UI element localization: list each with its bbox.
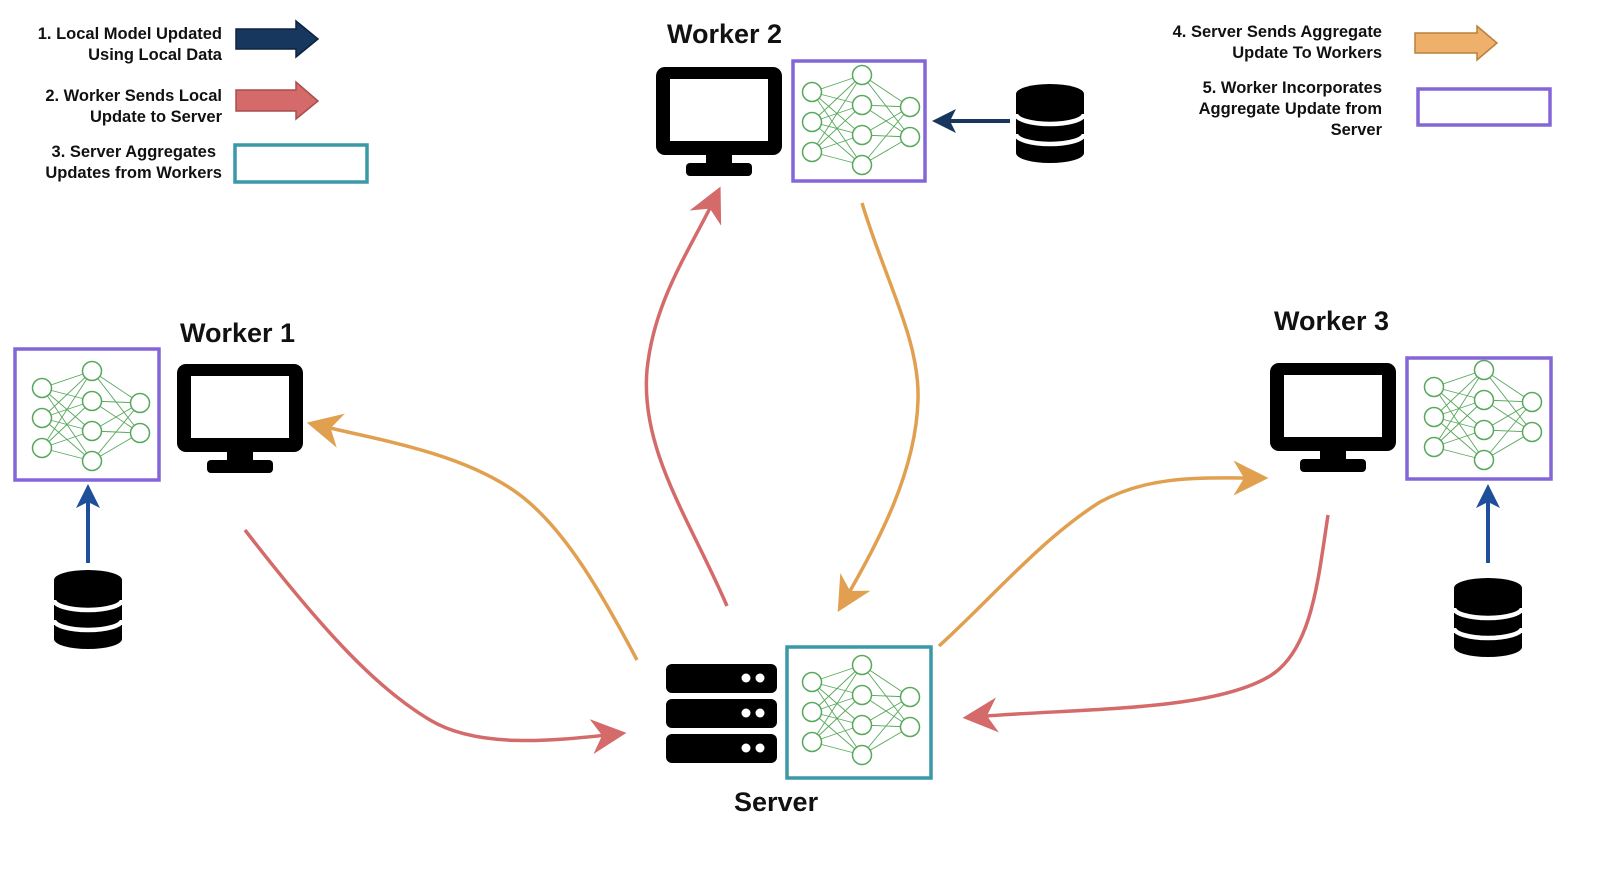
arrow-server-to-worker3 — [937, 460, 1269, 648]
server-model-box — [785, 645, 933, 780]
arrow-worker1-to-server — [243, 528, 627, 755]
legend-item-5-line2: Aggregate Update from — [1198, 100, 1382, 118]
legend-item-5-line3: Server — [1330, 121, 1382, 139]
legend-arrow-send-aggregate — [1414, 24, 1499, 62]
worker2-model-box — [791, 59, 927, 183]
worker1-title: Worker 1 — [180, 318, 296, 348]
legend-arrow-local-update — [235, 19, 320, 59]
legend-item-5-line1: 5. Worker Incorporates — [1202, 79, 1382, 97]
legend-box-incorporate — [1416, 87, 1552, 127]
worker3-title: Worker 3 — [1274, 306, 1390, 336]
database-icon — [54, 570, 122, 649]
legend-item-4-line1: 4. Server Sends Aggregate — [1172, 23, 1382, 41]
legend-item-4-line2: Update To Workers — [1232, 44, 1382, 62]
server-rack-icon — [666, 664, 777, 763]
legend-item-3-text: 3. Server Aggregates Updates from Worker… — [45, 142, 222, 184]
monitor-icon — [1270, 363, 1396, 472]
monitor-icon — [177, 364, 303, 473]
server-title: Server — [734, 787, 819, 817]
database-icon — [1016, 84, 1084, 163]
arrow-server-to-worker2 — [644, 186, 729, 607]
database-icon — [1454, 578, 1522, 657]
legend-item-1-text: 1. Local Model Updated Using Local Data — [38, 24, 222, 66]
arrow-worker3-to-server — [962, 514, 1330, 733]
legend-item-2-line1: 2. Worker Sends Local — [45, 87, 222, 105]
legend-arrow-send-local-update — [235, 80, 320, 121]
legend-item-1-line1: 1. Local Model Updated — [37, 25, 222, 43]
legend-item-4-text: 4. Server Sends Aggregate Update To Work… — [1173, 22, 1382, 64]
legend-item-2-line2: Update to Server — [89, 108, 222, 126]
worker2-title: Worker 2 — [667, 19, 783, 49]
legend-item-1-line2: Using Local Data — [88, 46, 222, 64]
worker1-model-box — [13, 347, 161, 482]
monitor-icon — [656, 67, 782, 176]
worker3-model-box — [1405, 356, 1553, 481]
arrow-server-to-worker1 — [306, 413, 639, 661]
legend-item-2-text: 2. Worker Sends Local Update to Server — [45, 86, 222, 128]
legend-item-3-line1: 3. Server Aggregates — [51, 143, 216, 161]
arrow-worker2-to-server — [837, 202, 920, 613]
legend-item-3-line2: Updates from Workers — [45, 164, 222, 182]
legend-box-aggregate — [233, 143, 369, 184]
legend-item-5-text: 5. Worker Incorporates Aggregate Update … — [1199, 78, 1382, 141]
